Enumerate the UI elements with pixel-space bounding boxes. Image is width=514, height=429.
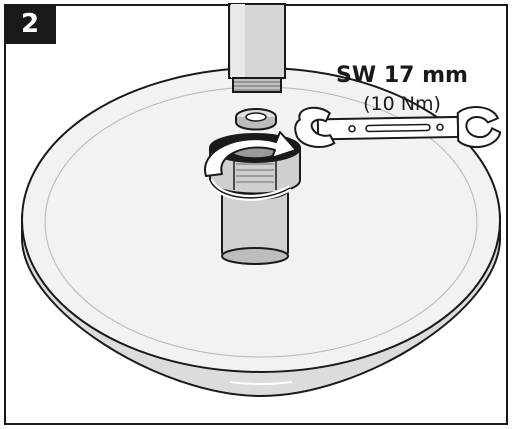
shower-arm-icon [228,3,286,93]
step-number-badge: 2 [4,4,56,44]
open-end-wrench-icon [294,106,502,149]
torque-text: (10 Nm) [363,93,441,115]
wrench-size-text: SW 17 mm [336,63,468,88]
sealing-washer-icon [235,108,277,131]
rotation-arrow-icon [204,131,297,201]
wrench-spec-label: SW 17 mm (10 Nm) [322,63,482,115]
